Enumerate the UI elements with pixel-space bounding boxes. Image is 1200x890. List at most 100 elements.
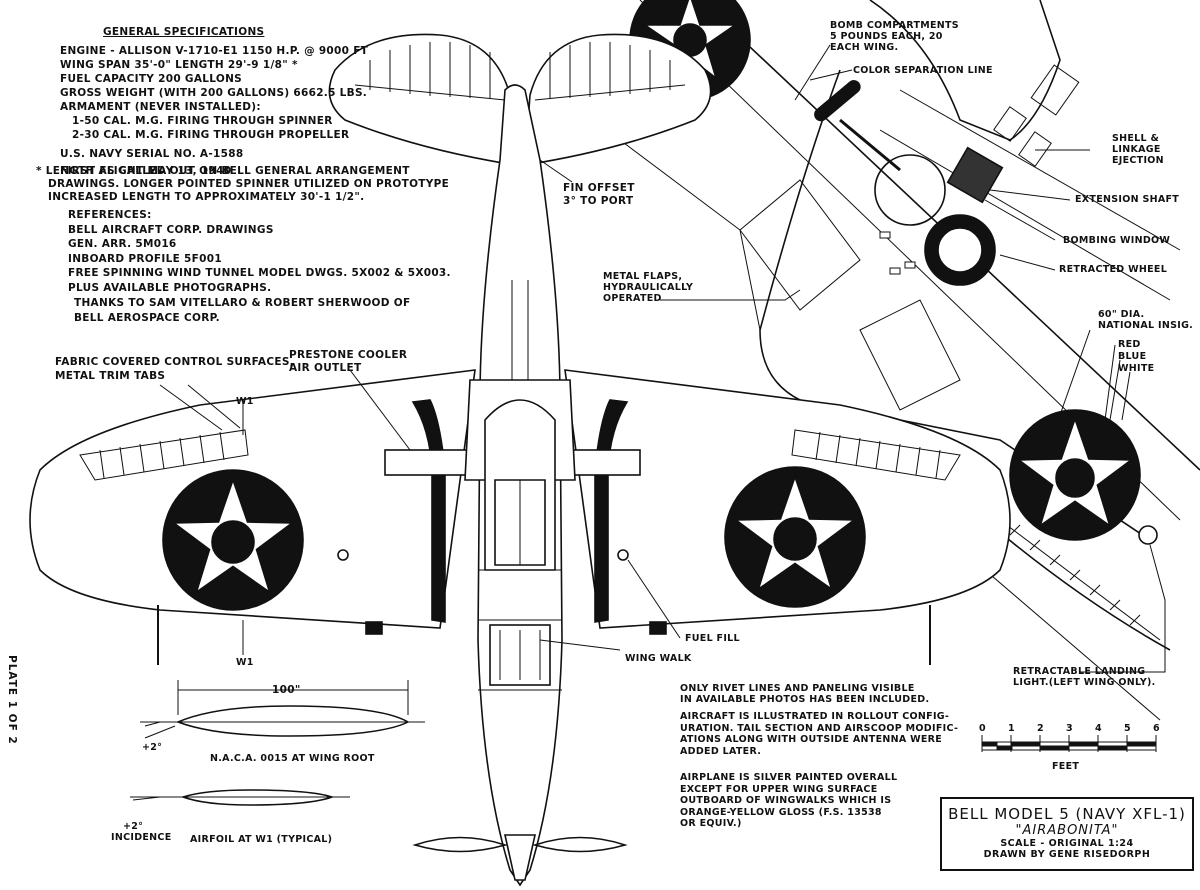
prestone-callout: PRESTONE COOLER AIR OUTLET bbox=[289, 349, 407, 375]
retracted-wheel-callout: RETRACTED WHEEL bbox=[1059, 264, 1168, 275]
callout-line: BLUE bbox=[1118, 351, 1147, 362]
spec-line: GROSS WEIGHT (WITH 200 GALLONS) 6662.5 L… bbox=[60, 87, 368, 99]
reference-line: GEN. ARR. 5M016 bbox=[68, 238, 177, 250]
root-airfoil-label: N.A.C.A. 0015 AT WING ROOT bbox=[210, 753, 375, 764]
note-line: OUTBOARD OF WINGWALKS WHICH IS bbox=[680, 795, 892, 806]
colors-callout: RED BLUE WHITE bbox=[1118, 339, 1154, 375]
bombing-window-callout: BOMBING WINDOW bbox=[1063, 235, 1171, 246]
callout-line: WHITE bbox=[1118, 363, 1155, 374]
note-line: EXCEPT FOR UPPER WING SURFACE bbox=[680, 783, 878, 795]
length-note-line: INCREASED LENGTH TO APPROXIMATELY 30'-1 … bbox=[48, 191, 365, 203]
reference-line: BELL AIRCRAFT CORP. DRAWINGS bbox=[68, 223, 274, 236]
landing-light-callout: RETRACTABLE LANDING LIGHT.(LEFT WING ONL… bbox=[1013, 666, 1156, 688]
callout-line: FIN OFFSET bbox=[563, 182, 635, 194]
callout-line: OPERATED bbox=[603, 293, 662, 304]
thanks-line: BELL AEROSPACE CORP. bbox=[74, 312, 220, 324]
note-line: ONLY RIVET LINES AND PANELING VISIBLE bbox=[680, 683, 915, 694]
callout-line: LIGHT.(LEFT WING ONLY). bbox=[1013, 677, 1156, 688]
callout-line: FABRIC COVERED CONTROL SURFACES, bbox=[55, 356, 294, 368]
callout-line: METAL TRIM TABS bbox=[55, 370, 166, 382]
tip-angle-label: +2° bbox=[123, 821, 144, 832]
note-line: IN AVAILABLE PHOTOS HAS BEEN INCLUDED. bbox=[680, 694, 930, 705]
bomb-callout: BOMB COMPARTMENTS 5 POUNDS EACH, 20 EACH… bbox=[830, 20, 959, 53]
reference-line: REFERENCES: bbox=[68, 209, 152, 221]
length-note-line: * LENGTH AS CALLED OUT ON BELL GENERAL A… bbox=[36, 165, 410, 177]
tip-airfoil-label: AIRFOIL AT W1 (TYPICAL) bbox=[190, 834, 333, 845]
note-line: AIRPLANE IS SILVER PAINTED OVERALL bbox=[680, 772, 898, 783]
spec-line: U.S. NAVY SERIAL NO. A-1588 bbox=[60, 148, 244, 160]
scale-tick-label: 6 bbox=[1153, 723, 1160, 734]
reference-line: INBOARD PROFILE 5F001 bbox=[68, 252, 222, 265]
callout-line: SHELL & bbox=[1112, 133, 1160, 144]
fabric-callout: FABRIC COVERED CONTROL SURFACES, METAL T… bbox=[55, 355, 294, 383]
note-line: ATIONS ALONG WITH OUTSIDE ANTENNA WERE bbox=[680, 734, 943, 745]
callout-line: RED bbox=[1118, 339, 1141, 350]
callout-line: 5 POUNDS EACH, 20 bbox=[830, 31, 943, 42]
rollout-note: AIRCRAFT IS ILLUSTRATED IN ROLLOUT CONFI… bbox=[680, 711, 958, 757]
wing-walk-callout: WING WALK bbox=[625, 653, 692, 664]
callout-line: BOMB COMPARTMENTS bbox=[830, 20, 959, 31]
w1-top-label: W1 bbox=[236, 396, 254, 407]
scale-unit-label: FEET bbox=[1052, 761, 1080, 772]
w1-bottom-label: W1 bbox=[236, 657, 254, 668]
top-view bbox=[29, 33, 1011, 887]
scale-tick-label: 2 bbox=[1037, 723, 1044, 734]
spec-line: FUEL CAPACITY 200 GALLONS bbox=[60, 73, 243, 85]
scale-tick-label: 4 bbox=[1095, 723, 1102, 734]
spec-line: FIRST FLIGHT MAY 13, 1940 bbox=[60, 165, 232, 177]
flaps-callout: METAL FLAPS, HYDRAULICALLY OPERATED bbox=[603, 271, 693, 304]
scale-tick-label: 0 bbox=[979, 723, 986, 734]
plate-label: PLATE 1 OF 2 bbox=[6, 655, 18, 745]
paint-note: AIRPLANE IS SILVER PAINTED OVERALL EXCEP… bbox=[680, 772, 897, 830]
leader-lines bbox=[159, 44, 1166, 673]
note-line: URATION. TAIL SECTION AND AIRSCOOP MODIF… bbox=[680, 722, 959, 734]
shell-ejection-callout: SHELL & LINKAGE EJECTION bbox=[1112, 133, 1164, 166]
reference-line: FREE SPINNING WIND TUNNEL MODEL DWGS. 5X… bbox=[68, 267, 451, 279]
fin-offset-callout: FIN OFFSET 3° TO PORT bbox=[563, 182, 635, 208]
specs-list: ENGINE - ALLISON V-1710-E1 1150 H.P. @ 9… bbox=[60, 44, 368, 178]
rivet-note: ONLY RIVET LINES AND PANELING VISIBLE IN… bbox=[680, 683, 929, 705]
callout-line: HYDRAULICALLY bbox=[603, 282, 694, 293]
callout-line: LINKAGE bbox=[1112, 144, 1161, 155]
scale-text: SCALE - ORIGINAL 1:24 bbox=[1000, 838, 1134, 849]
thanks: THANKS TO SAM VITELLARO & ROBERT SHERWOO… bbox=[74, 296, 410, 326]
spec-line: WING SPAN 35'-0" LENGTH 29'-9 1/8" * bbox=[60, 59, 298, 71]
root-angle-label: +2° bbox=[142, 742, 163, 753]
spec-line: 1-50 CAL. M.G. FIRING THROUGH SPINNER bbox=[72, 115, 333, 127]
thanks-line: THANKS TO SAM VITELLARO & ROBERT SHERWOO… bbox=[74, 297, 411, 309]
callout-line: EJECTION bbox=[1112, 155, 1164, 166]
length-note-line: DRAWINGS. LONGER POINTED SPINNER UTILIZE… bbox=[48, 178, 450, 190]
note-line: ADDED LATER. bbox=[680, 745, 762, 757]
callout-line: AIR OUTLET bbox=[289, 362, 362, 374]
incidence-label: INCIDENCE bbox=[111, 832, 172, 843]
note-line: OR EQUIV.) bbox=[680, 818, 742, 829]
callout-line: 3° TO PORT bbox=[563, 195, 634, 207]
airfoils bbox=[130, 680, 425, 806]
callout-line: EACH WING. bbox=[830, 42, 899, 53]
color-separation-callout: COLOR SEPARATION LINE bbox=[853, 65, 993, 76]
scale-tick-label: 1 bbox=[1008, 723, 1015, 734]
callout-line: RETRACTABLE LANDING bbox=[1013, 666, 1146, 677]
specs-heading: GENERAL SPECIFICATIONS bbox=[103, 26, 265, 38]
callout-line: 60" DIA. bbox=[1098, 309, 1145, 320]
extension-shaft-callout: EXTENSION SHAFT bbox=[1075, 194, 1180, 205]
reference-line: PLUS AVAILABLE PHOTOGRAPHS. bbox=[68, 281, 272, 294]
spec-line: ARMAMENT (NEVER INSTALLED): bbox=[60, 101, 261, 113]
scale-tick-label: 3 bbox=[1066, 723, 1073, 734]
callout-line: PRESTONE COOLER bbox=[289, 349, 408, 361]
scale-bar bbox=[981, 735, 1157, 752]
references: REFERENCES: BELL AIRCRAFT CORP. DRAWINGS… bbox=[68, 208, 451, 295]
title-block: BELL MODEL 5 (NAVY XFL-1) "AIRABONITA" S… bbox=[940, 797, 1194, 871]
fuel-fill-callout: FUEL FILL bbox=[685, 633, 740, 644]
note-line: AIRCRAFT IS ILLUSTRATED IN ROLLOUT CONFI… bbox=[680, 711, 950, 722]
aircraft-name: "AIRABONITA" bbox=[1015, 823, 1119, 838]
drawing-title: BELL MODEL 5 (NAVY XFL-1) bbox=[948, 805, 1186, 823]
callout-line: NATIONAL INSIG. bbox=[1098, 320, 1194, 331]
scale-tick-label: 5 bbox=[1124, 723, 1131, 734]
chord-dimension: 100" bbox=[272, 684, 301, 696]
spec-line: 2-30 CAL. M.G. FIRING THROUGH PROPELLER bbox=[72, 129, 350, 141]
length-note: * LENGTH AS CALLED OUT ON BELL GENERAL A… bbox=[36, 165, 449, 204]
note-line: ORANGE-YELLOW GLOSS (F.S. 13538 bbox=[680, 806, 882, 818]
